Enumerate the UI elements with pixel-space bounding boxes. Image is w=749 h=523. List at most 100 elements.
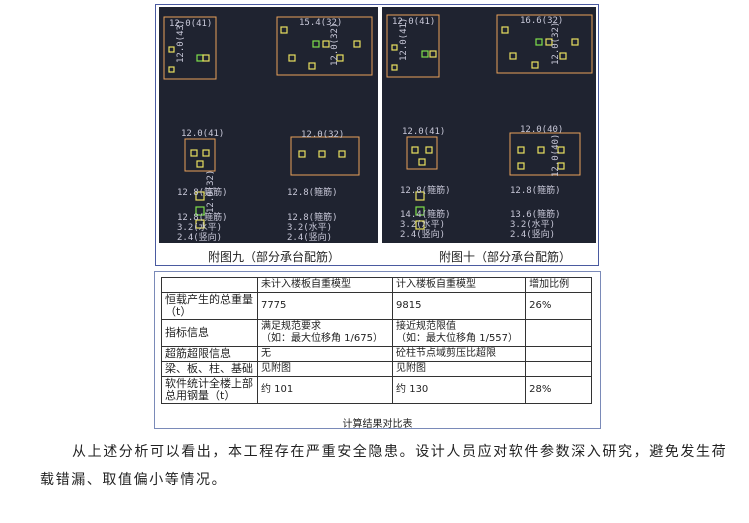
rebar-label: 12.0(32) [301,130,344,140]
pile-mark [535,38,543,46]
paragraph-text: 从上述分析可以看出，本工程存在严重安全隐患。设计人员应对软件参数深入研究，避免发… [40,444,728,488]
pile-cap-outline [184,138,216,172]
table-cell: 见附图 [256,361,394,377]
body-paragraph: 从上述分析可以看出，本工程存在严重安全隐患。设计人员应对软件参数深入研究，避免发… [40,438,730,494]
table-cell: 28% [525,376,592,404]
table-cell: 9815 [392,292,527,320]
column-mark [415,206,425,216]
comparison-table-frame: 未计入楼板自重模型 计入楼板自重模型 增加比例 恒载产生的总重量（t） 7775… [154,271,601,430]
rebar-label: 12.0(43) [176,20,186,63]
cad-panel-right: 12.0(41) 12.0(41) 16.6(32) 12.0(32) 12.0… [382,7,596,243]
pile-mark [425,146,433,154]
pile-mark [202,149,210,157]
rebar-label: 12.0(32) [330,23,340,66]
pile-mark [509,52,517,60]
rebar-label: 13.6(箍筋) [510,208,561,220]
table-cell [525,346,592,362]
pile-cap-outline [276,16,373,76]
rebar-label: 12.0(41) [392,17,435,27]
table-header-cell: 计入楼板自重模型 [392,277,527,293]
pile-mark [336,54,344,62]
pile-mark [353,40,361,48]
pile-cap-outline [163,16,217,80]
pile-mark [280,26,288,34]
table-cell: 满足规范要求 （如：最大位移角 1/675） [256,319,394,347]
pile-mark [545,38,553,46]
table-row: 指标信息 满足规范要求 （如：最大位移角 1/675） 接近规范限值 （如：最大… [161,319,592,347]
cell-line: 接近规范限值 [396,321,457,332]
cad-panel-left: 12.0(41) 12.0(43) 15.4(32) 12.0(32) 12.0… [159,7,378,243]
pile-mark [288,54,296,62]
table-caption: 计算结果对比表 [342,419,413,430]
table-row: 梁、板、柱、基础 见附图 见附图 [161,361,592,377]
rebar-label: 12.0(41) [169,19,212,29]
row-label: 梁、板、柱、基础 [161,361,258,377]
cell-line: （如：最大位移角 1/557） [396,333,519,344]
table-row: 超筋超限信息 无 砼柱节点域剪压比超限 [161,346,592,362]
row-label: 超筋超限信息 [161,346,258,362]
rebar-label: 2.4(竖向) [400,228,445,240]
row-label: 恒载产生的总重量（t） [161,292,258,320]
table-cell: 26% [525,292,592,320]
figure-caption-right: 附图十（部分承台配筋） [439,250,572,264]
rebar-label: 12.0(41) [402,127,445,137]
rebar-label: 2.4(竖向) [287,231,332,243]
pile-mark [318,150,326,158]
rebar-label: 15.4(32) [299,18,342,28]
pile-mark [391,64,398,71]
table-cell: 砼柱节点域剪压比超限 [392,346,527,362]
column-mark [195,191,205,201]
pile-mark [429,50,437,58]
pile-mark [557,146,565,154]
pile-mark [501,26,509,34]
pile-mark [391,44,398,51]
pile-mark [168,66,175,73]
table-header-cell: 增加比例 [525,277,592,293]
cad-drawing-left: 12.0(41) 12.0(43) 15.4(32) 12.0(32) 12.0… [163,16,373,243]
cad-drawing-right: 12.0(41) 12.0(41) 16.6(32) 12.0(32) 12.0… [386,14,593,240]
figure-frame: 12.0(41) 12.0(43) 15.4(32) 12.0(32) 12.0… [155,4,599,266]
cell-line: （如：最大位移角 1/675） [260,333,383,344]
rebar-label: 12.0(41) [181,129,224,139]
pile-mark [557,162,565,170]
rebar-label: 12.8(箍筋) [177,211,228,223]
rebar-label: 12.8(箍筋) [287,211,338,223]
pile-mark [196,160,204,168]
rebar-label: 12.0(40) [520,125,563,135]
table-cell: 7775 [256,292,394,320]
pile-cap-outline [290,136,360,176]
pile-mark [537,146,545,154]
pile-mark [517,146,525,154]
pile-mark [517,162,525,170]
figure-caption-left: 附图九（部分承台配筋） [208,250,341,264]
pile-mark [308,62,316,70]
rebar-label: 16.6(32) [520,16,563,26]
table-cell: 见附图 [392,361,527,377]
table-cell: 约 130 [392,376,527,404]
pile-cap-outline [386,14,440,78]
comparison-table: 未计入楼板自重模型 计入楼板自重模型 增加比例 恒载产生的总重量（t） 7775… [161,277,592,404]
pile-mark [418,158,426,166]
pile-cap-outline [509,132,581,176]
rebar-label: 3.2(水平) [287,221,332,233]
rebar-label: 3.2(水平) [400,218,445,230]
pile-mark [168,46,175,53]
table-row: 软件统计全楼上部总用钢量（t） 约 101 约 130 28% [161,376,592,404]
table-cell [525,319,592,347]
table-cell [525,361,592,377]
table-cell: 接近规范限值 （如：最大位移角 1/557） [392,319,527,347]
rebar-label: 12.0(41) [399,18,409,61]
rebar-label: 12.0(40) [551,134,561,177]
pile-mark [559,52,567,60]
pile-mark [411,146,419,154]
pile-mark [312,40,320,48]
rebar-label: 14.4(箍筋) [400,208,451,220]
table-header-cell: 未计入楼板自重模型 [256,277,394,293]
pile-mark [196,54,204,62]
table-cell: 约 101 [256,376,394,404]
rebar-label: 12.0(32) [206,170,216,213]
rebar-label: 2.4(竖向) [510,228,555,240]
column-mark [195,206,205,216]
table-header-row: 未计入楼板自重模型 计入楼板自重模型 增加比例 [161,277,592,293]
row-label: 软件统计全楼上部总用钢量（t） [161,376,258,404]
